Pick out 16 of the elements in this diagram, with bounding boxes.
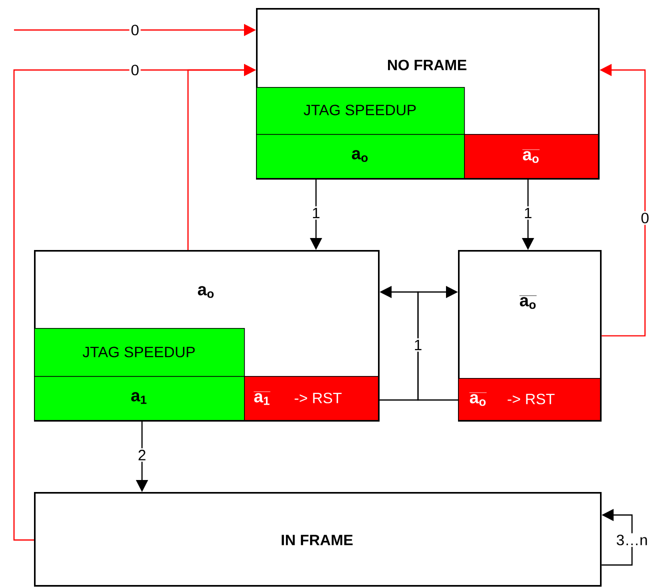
edge-label: 0 [639, 211, 651, 225]
edge-label: 1 [522, 206, 534, 220]
edge-label: 2 [136, 448, 148, 462]
state-box: IN FRAME [34, 492, 602, 587]
edge-label: 3…n [614, 533, 650, 547]
condition-cell: $\overline{\mathbf{a}_{\mathbf{o}}}$ -> RST [458, 378, 601, 421]
edge-label: 0 [129, 23, 141, 37]
condition-cell: $\overline{\mathbf{a}_{\mathbf{o}}}$ [464, 134, 599, 179]
condition-cell: $\mathbf{a}_{\mathbf{o}}$ [256, 134, 465, 179]
condition-cell: $\overline{\mathbf{a}_{\mathbf{1}}}$ -> RST [244, 376, 379, 421]
condition-cell: JTAG SPEEDUP [256, 87, 465, 135]
condition-cell: $\mathbf{a}_{\mathbf{1}}$ [34, 376, 245, 421]
edge-label: 1 [412, 338, 424, 352]
edge-label: 0 [129, 63, 141, 77]
condition-cell: JTAG SPEEDUP [34, 328, 245, 377]
edge-label: 1 [310, 206, 322, 220]
